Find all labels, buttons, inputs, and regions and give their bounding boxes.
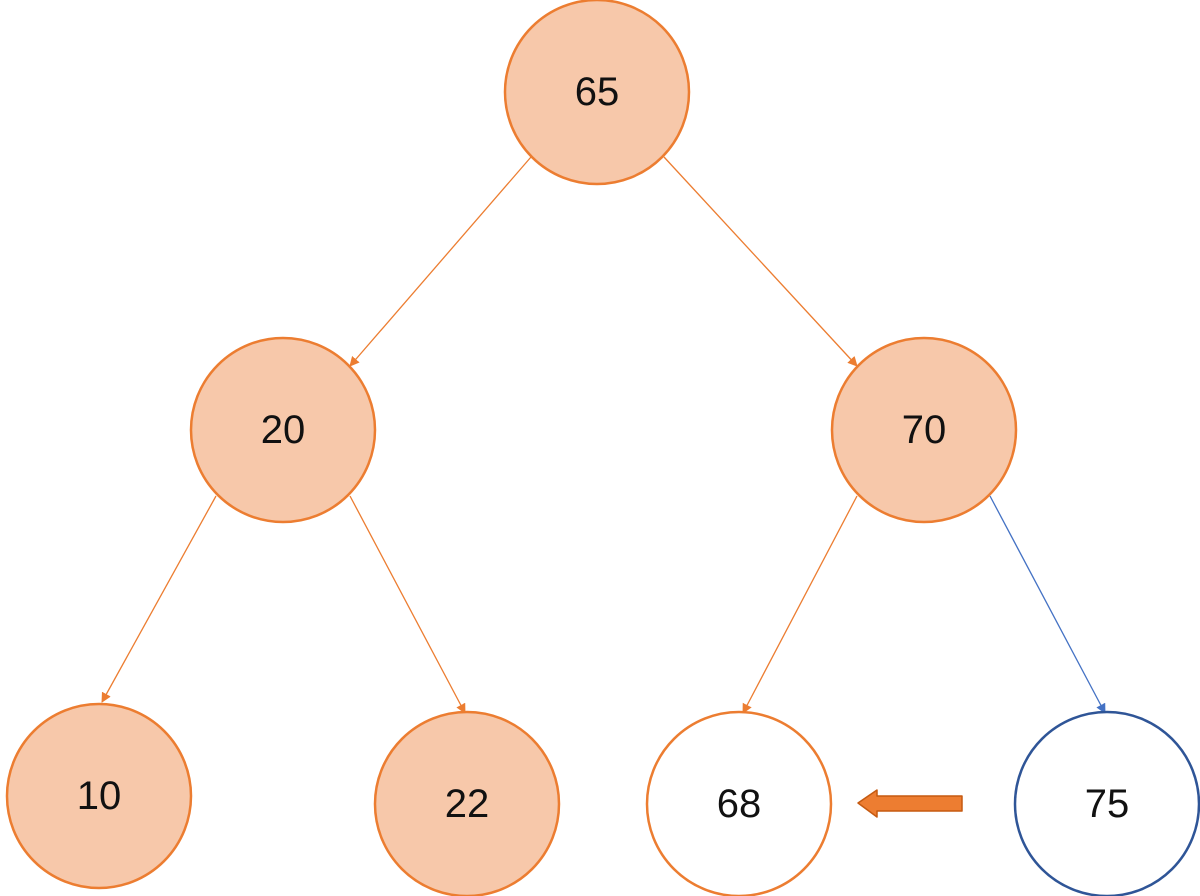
edge-20-to-10 (101, 495, 217, 703)
edge-65-to-20 (349, 156, 532, 367)
node-22: 22 (373, 710, 561, 896)
node-65-circle (503, 0, 691, 186)
node-70: 70 (830, 336, 1018, 524)
edges (101, 156, 1106, 714)
node-70-label: 70 (902, 408, 947, 452)
edge-70-to-68 (742, 495, 858, 714)
node-75-label: 75 (1085, 782, 1130, 826)
node-20: 20 (189, 336, 377, 524)
node-75-circle (1013, 710, 1200, 896)
node-22-circle (373, 710, 561, 896)
node-10-circle (5, 702, 193, 890)
node-68: 68 (645, 710, 833, 896)
node-20-circle (189, 336, 377, 524)
node-65-label: 65 (575, 70, 620, 114)
node-20-label: 20 (261, 408, 306, 452)
edge-70-to-75 (989, 495, 1106, 714)
left-block-arrow-icon (857, 789, 963, 818)
edge-65-to-70 (663, 156, 858, 367)
edge-20-to-22 (349, 495, 466, 714)
node-75: 75 (1013, 710, 1200, 896)
node-68-circle (645, 710, 833, 896)
node-10: 10 (5, 702, 193, 890)
node-22-label: 22 (445, 782, 490, 826)
node-70-circle (830, 336, 1018, 524)
node-10-label: 10 (77, 774, 122, 818)
node-65: 65 (503, 0, 691, 186)
node-68-label: 68 (717, 782, 762, 826)
